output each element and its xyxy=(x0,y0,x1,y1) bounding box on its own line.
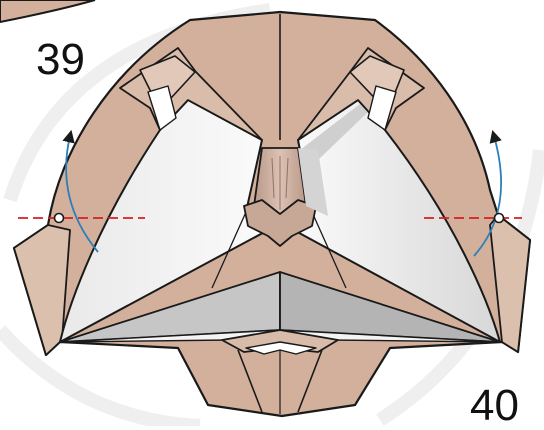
step-number-current: 39 xyxy=(36,38,85,82)
previous-model-fragment xyxy=(0,0,95,22)
pivot-point-left xyxy=(55,214,64,223)
step-number-next: 40 xyxy=(470,384,519,428)
pivot-point-right xyxy=(495,214,504,223)
